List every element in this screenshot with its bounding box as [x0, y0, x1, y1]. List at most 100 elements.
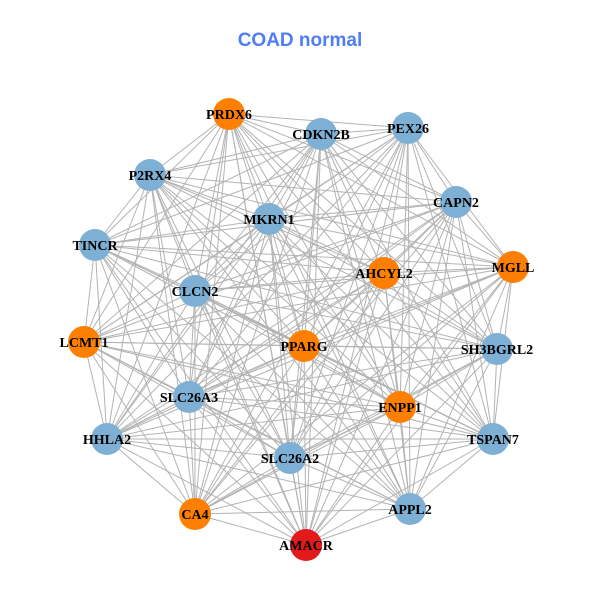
edge-MGLL-APPL2 [409, 266, 514, 510]
node-ca4[interactable]: CA4 [179, 498, 211, 530]
edge-P2RX4-CAPN2 [149, 174, 457, 203]
node-mkrn1[interactable]: MKRN1 [243, 203, 295, 235]
edge-TINCR-MGLL [94, 244, 514, 268]
node-circle [392, 112, 424, 144]
node-clcn2[interactable]: CLCN2 [172, 275, 219, 307]
node-circle [91, 423, 123, 455]
edge-P2RX4-AMACR [149, 174, 307, 546]
node-circle [394, 493, 426, 525]
node-pparg[interactable]: PPARG [280, 330, 328, 362]
node-circle [290, 529, 322, 561]
node-mgll[interactable]: MGLL [492, 251, 535, 283]
edge-MKRN1-ENPP1 [268, 218, 401, 408]
edge-CAPN2-MKRN1 [268, 201, 457, 220]
edge-P2RX4-MKRN1 [149, 174, 270, 220]
edge-CLCN2-HHLA2 [106, 290, 196, 440]
edge-MKRN1-HHLA2 [106, 218, 270, 440]
node-circle [440, 186, 472, 218]
edge-AHCYL2-SLC26A2 [289, 272, 385, 459]
edge-PRDX6-CAPN2 [228, 113, 457, 203]
node-amacr[interactable]: AMACR [279, 529, 334, 561]
edge-LCMT1-ENPP1 [83, 341, 401, 408]
edge-CDKN2B-MGLL [320, 133, 514, 268]
edge-CDKN2B-SLC26A2 [289, 133, 322, 459]
node-label: CAPN2 [433, 196, 479, 211]
edge-MGLL-SLC26A2 [289, 266, 514, 459]
node-hhla2[interactable]: HHLA2 [83, 423, 131, 455]
node-tspan7[interactable]: TSPAN7 [467, 423, 519, 455]
edge-CAPN2-ENPP1 [399, 201, 457, 408]
edge-PEX26-SH3BGRL2 [407, 127, 498, 350]
node-circle [134, 159, 166, 191]
edge-AHCYL2-CA4 [194, 272, 385, 515]
node-label: MKRN1 [243, 213, 294, 228]
node-circle [68, 326, 100, 358]
edge-CDKN2B-P2RX4 [149, 133, 322, 176]
node-lcmt1[interactable]: LCMT1 [60, 326, 109, 358]
node-capn2[interactable]: CAPN2 [433, 186, 479, 218]
edge-PPARG-ENPP1 [303, 345, 401, 408]
edge-PRDX6-SH3BGRL2 [228, 113, 498, 350]
edge-PPARG-HHLA2 [106, 345, 305, 440]
edge-HHLA2-SLC26A2 [106, 438, 291, 459]
edge-PEX26-TSPAN7 [407, 127, 494, 440]
node-sh3bgrl2[interactable]: SH3BGRL2 [461, 333, 533, 365]
edge-P2RX4-HHLA2 [106, 174, 151, 440]
edge-PEX26-P2RX4 [149, 127, 409, 176]
node-circle [481, 333, 513, 365]
node-label: MGLL [492, 261, 535, 276]
edge-LCMT1-CA4 [83, 341, 196, 515]
node-label: PRDX6 [206, 108, 252, 123]
node-appl2[interactable]: APPL2 [388, 493, 432, 525]
node-prdx6[interactable]: PRDX6 [206, 98, 252, 130]
edge-MKRN1-MGLL [268, 218, 514, 268]
node-cdkn2b[interactable]: CDKN2B [292, 118, 350, 150]
node-pex26[interactable]: PEX26 [387, 112, 429, 144]
node-label: CA4 [181, 508, 208, 523]
node-circle [368, 257, 400, 289]
node-enpp1[interactable]: ENPP1 [378, 391, 422, 423]
node-label: PEX26 [387, 122, 429, 137]
node-label: CDKN2B [292, 128, 350, 143]
edge-CLCN2-SH3BGRL2 [194, 290, 498, 350]
edge-TSPAN7-SLC26A2 [289, 438, 494, 459]
edge-ENPP1-APPL2 [399, 406, 411, 510]
node-ahcyl2[interactable]: AHCYL2 [355, 257, 413, 289]
edge-PRDX6-CA4 [194, 113, 230, 515]
edge-P2RX4-SLC26A3 [149, 174, 190, 398]
edge-PEX26-HHLA2 [106, 127, 409, 440]
node-slc26a2[interactable]: SLC26A2 [261, 442, 319, 474]
edge-SH3BGRL2-SLC26A3 [188, 348, 498, 398]
edge-CLCN2-LCMT1 [83, 290, 196, 343]
edge-PRDX6-SLC26A3 [188, 113, 230, 398]
edge-SLC26A3-CA4 [188, 396, 196, 515]
node-circle [253, 203, 285, 235]
node-label: PPARG [280, 340, 327, 355]
edge-PEX26-SLC26A3 [188, 127, 409, 398]
edge-MKRN1-CA4 [194, 218, 270, 515]
edge-PRDX6-P2RX4 [149, 113, 230, 176]
edge-AHCYL2-LCMT1 [83, 272, 385, 343]
node-circle [384, 391, 416, 423]
node-slc26a3[interactable]: SLC26A3 [160, 381, 218, 413]
edge-P2RX4-LCMT1 [83, 174, 151, 343]
edge-CAPN2-SLC26A3 [188, 201, 457, 398]
edge-PEX26-APPL2 [407, 127, 411, 510]
edge-PRDX6-CLCN2 [194, 113, 230, 292]
node-label: P2RX4 [129, 169, 172, 184]
edge-PPARG-APPL2 [303, 345, 411, 510]
edge-P2RX4-MGLL [149, 174, 514, 268]
edge-SLC26A3-ENPP1 [188, 396, 401, 408]
node-circle [179, 275, 211, 307]
edge-CDKN2B-APPL2 [320, 133, 411, 510]
edge-CA4-AMACR [194, 513, 307, 546]
node-label: SLC26A2 [261, 452, 319, 467]
figure-title: COAD normal [237, 30, 363, 51]
edge-CA4-APPL2 [194, 508, 411, 515]
node-tincr[interactable]: TINCR [72, 229, 118, 261]
edge-PRDX6-MKRN1 [228, 113, 270, 220]
node-p2rx4[interactable]: P2RX4 [129, 159, 172, 191]
